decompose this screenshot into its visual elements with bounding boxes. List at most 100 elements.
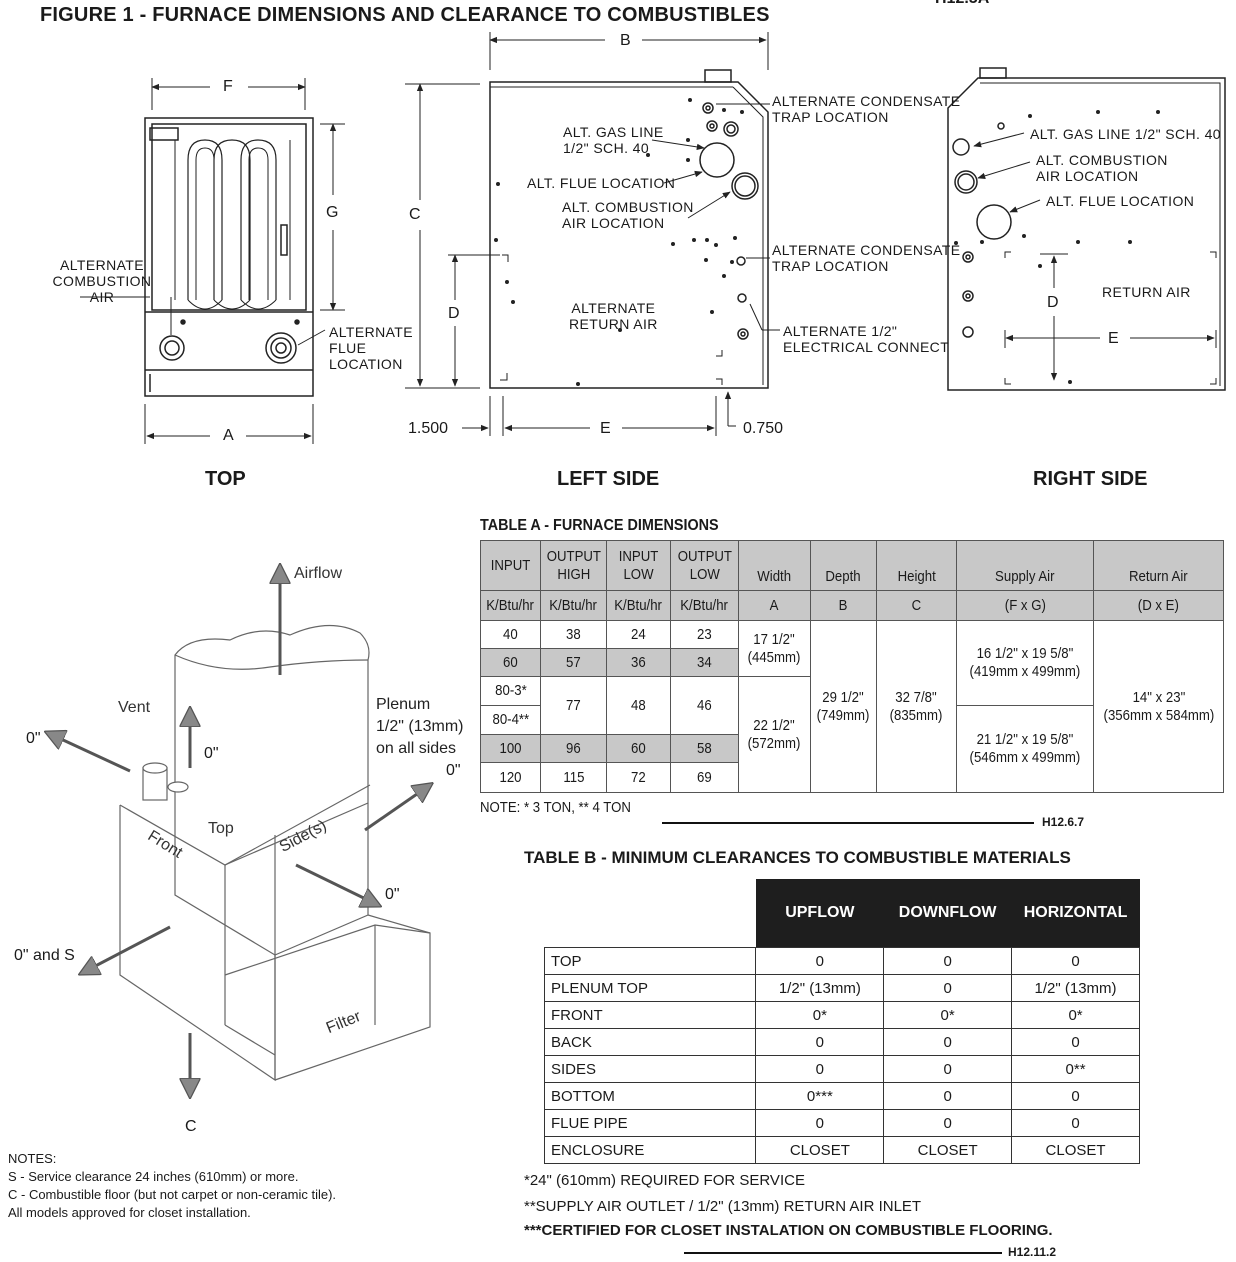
clearance-isometric-drawing: [0, 555, 480, 1145]
furnace-drawings: [80, 32, 1226, 444]
right-view-drawing: [947, 67, 1226, 391]
th-unit: K/Btu/hr: [614, 596, 663, 614]
table-a-rule: [662, 822, 1034, 824]
iso-top-label: Top: [208, 820, 234, 837]
table-a-ref: H12.6.7: [1042, 815, 1085, 829]
col-upflow: UPFLOW: [755, 879, 884, 948]
right-alt-flue-label: ALT. FLUE LOCATION: [1046, 193, 1195, 209]
depth-value: 29 1/2" (749mm): [816, 688, 870, 724]
th-height: Height: [875, 540, 957, 591]
figure-title: FIGURE 1 - FURNACE DIMENSIONS AND CLEARA…: [40, 4, 770, 26]
dim-g-label: G: [326, 204, 339, 221]
supply-large: 21 1/2" x 19 5/8" (546mm x 499mm): [969, 731, 1081, 766]
return-value: 14" x 23" (356mm x 584mm): [1103, 688, 1215, 724]
th-height-sub: C: [911, 596, 922, 614]
alt-flue-label: ALT. FLUE LOCATION: [527, 175, 676, 191]
table-row: 80-3* 77 48 46 22 1/2" (572mm): [480, 676, 1224, 793]
notes: NOTES: S - Service clearance 24 inches (…: [8, 1150, 336, 1222]
th-depth-sub: B: [838, 596, 848, 614]
iso-zero-side-label: 0": [446, 762, 461, 779]
right-side-view-label: RIGHT SIDE: [1033, 468, 1148, 490]
right-return-air-label: RETURN AIR: [1102, 284, 1191, 300]
top-view-label: TOP: [205, 468, 246, 490]
alt-flue-location-label: ALTERNATE FLUE LOCATION: [329, 324, 413, 372]
width-small: 17 1/2" (445mm): [747, 630, 801, 666]
dim-d-label: D: [448, 305, 460, 322]
table-row: 80-4** 21 1/2" x 19 5/8" (546mm x 499mm): [480, 705, 1224, 793]
right-view-dots: [954, 110, 1160, 384]
dim-offset-left-label: 1.500: [408, 420, 449, 437]
th-unit: K/Btu/hr: [549, 596, 598, 614]
top-view-drawing: [144, 117, 314, 397]
iso-zero-vent-label: 0": [26, 730, 41, 747]
iso-zero-top-label: 0": [204, 745, 219, 762]
right-alt-gas-line-label: ALT. GAS LINE 1/2" SCH. 40: [1030, 126, 1221, 142]
right-dim-d-label: D: [1047, 294, 1059, 311]
iso-zero-and-s-label: 0" and S: [14, 947, 75, 964]
dim-b-label: B: [620, 32, 631, 49]
right-view-dimensions: [973, 132, 1217, 381]
dim-f-label: F: [223, 78, 233, 95]
th-output-high: OUTPUT HIGH: [539, 540, 607, 591]
iso-zero-filter-label: 0": [385, 886, 400, 903]
th-return-sub: (D x E): [1138, 596, 1180, 614]
th-depth: Depth: [809, 540, 877, 591]
table-b-footnote-2: **SUPPLY AIR OUTLET / 1/2" (13mm) RETURN…: [524, 1198, 922, 1215]
iso-vent-label: Vent: [118, 699, 151, 716]
col-horizontal: HORIZONTAL: [1011, 879, 1140, 948]
notes-line-1: S - Service clearance 24 inches (610mm) …: [8, 1169, 299, 1184]
table-b-rule: [684, 1252, 1002, 1254]
table-b-footnote-1: *24" (610mm) REQUIRED FOR SERVICE: [524, 1172, 805, 1189]
left-side-view-label: LEFT SIDE: [557, 468, 660, 490]
iso-c-label: C: [185, 1118, 197, 1135]
table-b-ref: H12.11.2: [1008, 1245, 1057, 1259]
table-row: 120 115 72 69: [480, 762, 1224, 793]
table-row: 100 96 60 58: [480, 734, 1224, 763]
right-dim-e-label: E: [1108, 330, 1119, 347]
table-row: 40 38 24 23 17 1/2" (445mm) 29 1/2" (749…: [480, 620, 1224, 793]
left-view-dimensions: [405, 32, 780, 436]
table-b-title: TABLE B - MINIMUM CLEARANCES TO COMBUSTI…: [524, 848, 1071, 867]
alt-return-air-label: ALTERNATE RETURN AIR: [569, 300, 658, 332]
left-view-drawing: [489, 69, 769, 389]
supply-small: 16 1/2" x 19 5/8" (419mm x 499mm): [969, 645, 1081, 680]
notes-title: NOTES:: [8, 1151, 57, 1166]
left-view-dots: [494, 98, 744, 386]
right-alt-combustion-label: ALT. COMBUSTION AIR LOCATION: [1036, 152, 1168, 184]
col-downflow: DOWNFLOW: [883, 879, 1012, 948]
th-supply: Supply Air: [955, 540, 1095, 591]
dim-offset-right-label: 0.750: [743, 420, 784, 437]
table-b-footnote-3: ***CERTIFIED FOR CLOSET INSTALATION ON C…: [524, 1222, 1053, 1239]
th-unit: K/Btu/hr: [486, 596, 535, 614]
alt-gas-line-label: ALT. GAS LINE 1/2" SCH. 40: [563, 124, 664, 156]
dim-c-label: C: [409, 206, 421, 223]
th-output-low: OUTPUT LOW: [669, 540, 739, 591]
notes-line-2: C - Combustible floor (but not carpet or…: [8, 1187, 337, 1202]
th-width: Width: [737, 540, 811, 591]
th-width-sub: A: [769, 596, 779, 614]
th-supply-sub: (F x G): [1004, 596, 1046, 614]
notes-line-3: All models approved for closet installat…: [8, 1205, 251, 1220]
table-a-note: NOTE: * 3 TON, ** 4 TON: [480, 799, 631, 816]
alt-condensate-mid-label: ALTERNATE CONDENSATE TRAP LOCATION: [772, 242, 961, 274]
alt-combustion-air-label: ALTERNATE COMBUSTION AIR: [52, 257, 152, 305]
th-input-low: INPUT LOW: [605, 540, 671, 591]
dim-e-label: E: [600, 420, 611, 437]
width-large: 22 1/2" (572mm): [747, 716, 801, 752]
iso-airflow-label: Airflow: [294, 565, 343, 582]
table-row: 60 57 36 34: [480, 648, 1224, 677]
dim-a-label: A: [223, 427, 234, 444]
th-return: Return Air: [1093, 540, 1224, 591]
th-unit: K/Btu/hr: [680, 596, 729, 614]
table-a-title: TABLE A - FURNACE DIMENSIONS: [480, 517, 719, 534]
figure-corner-id: H12.5A: [935, 0, 989, 8]
